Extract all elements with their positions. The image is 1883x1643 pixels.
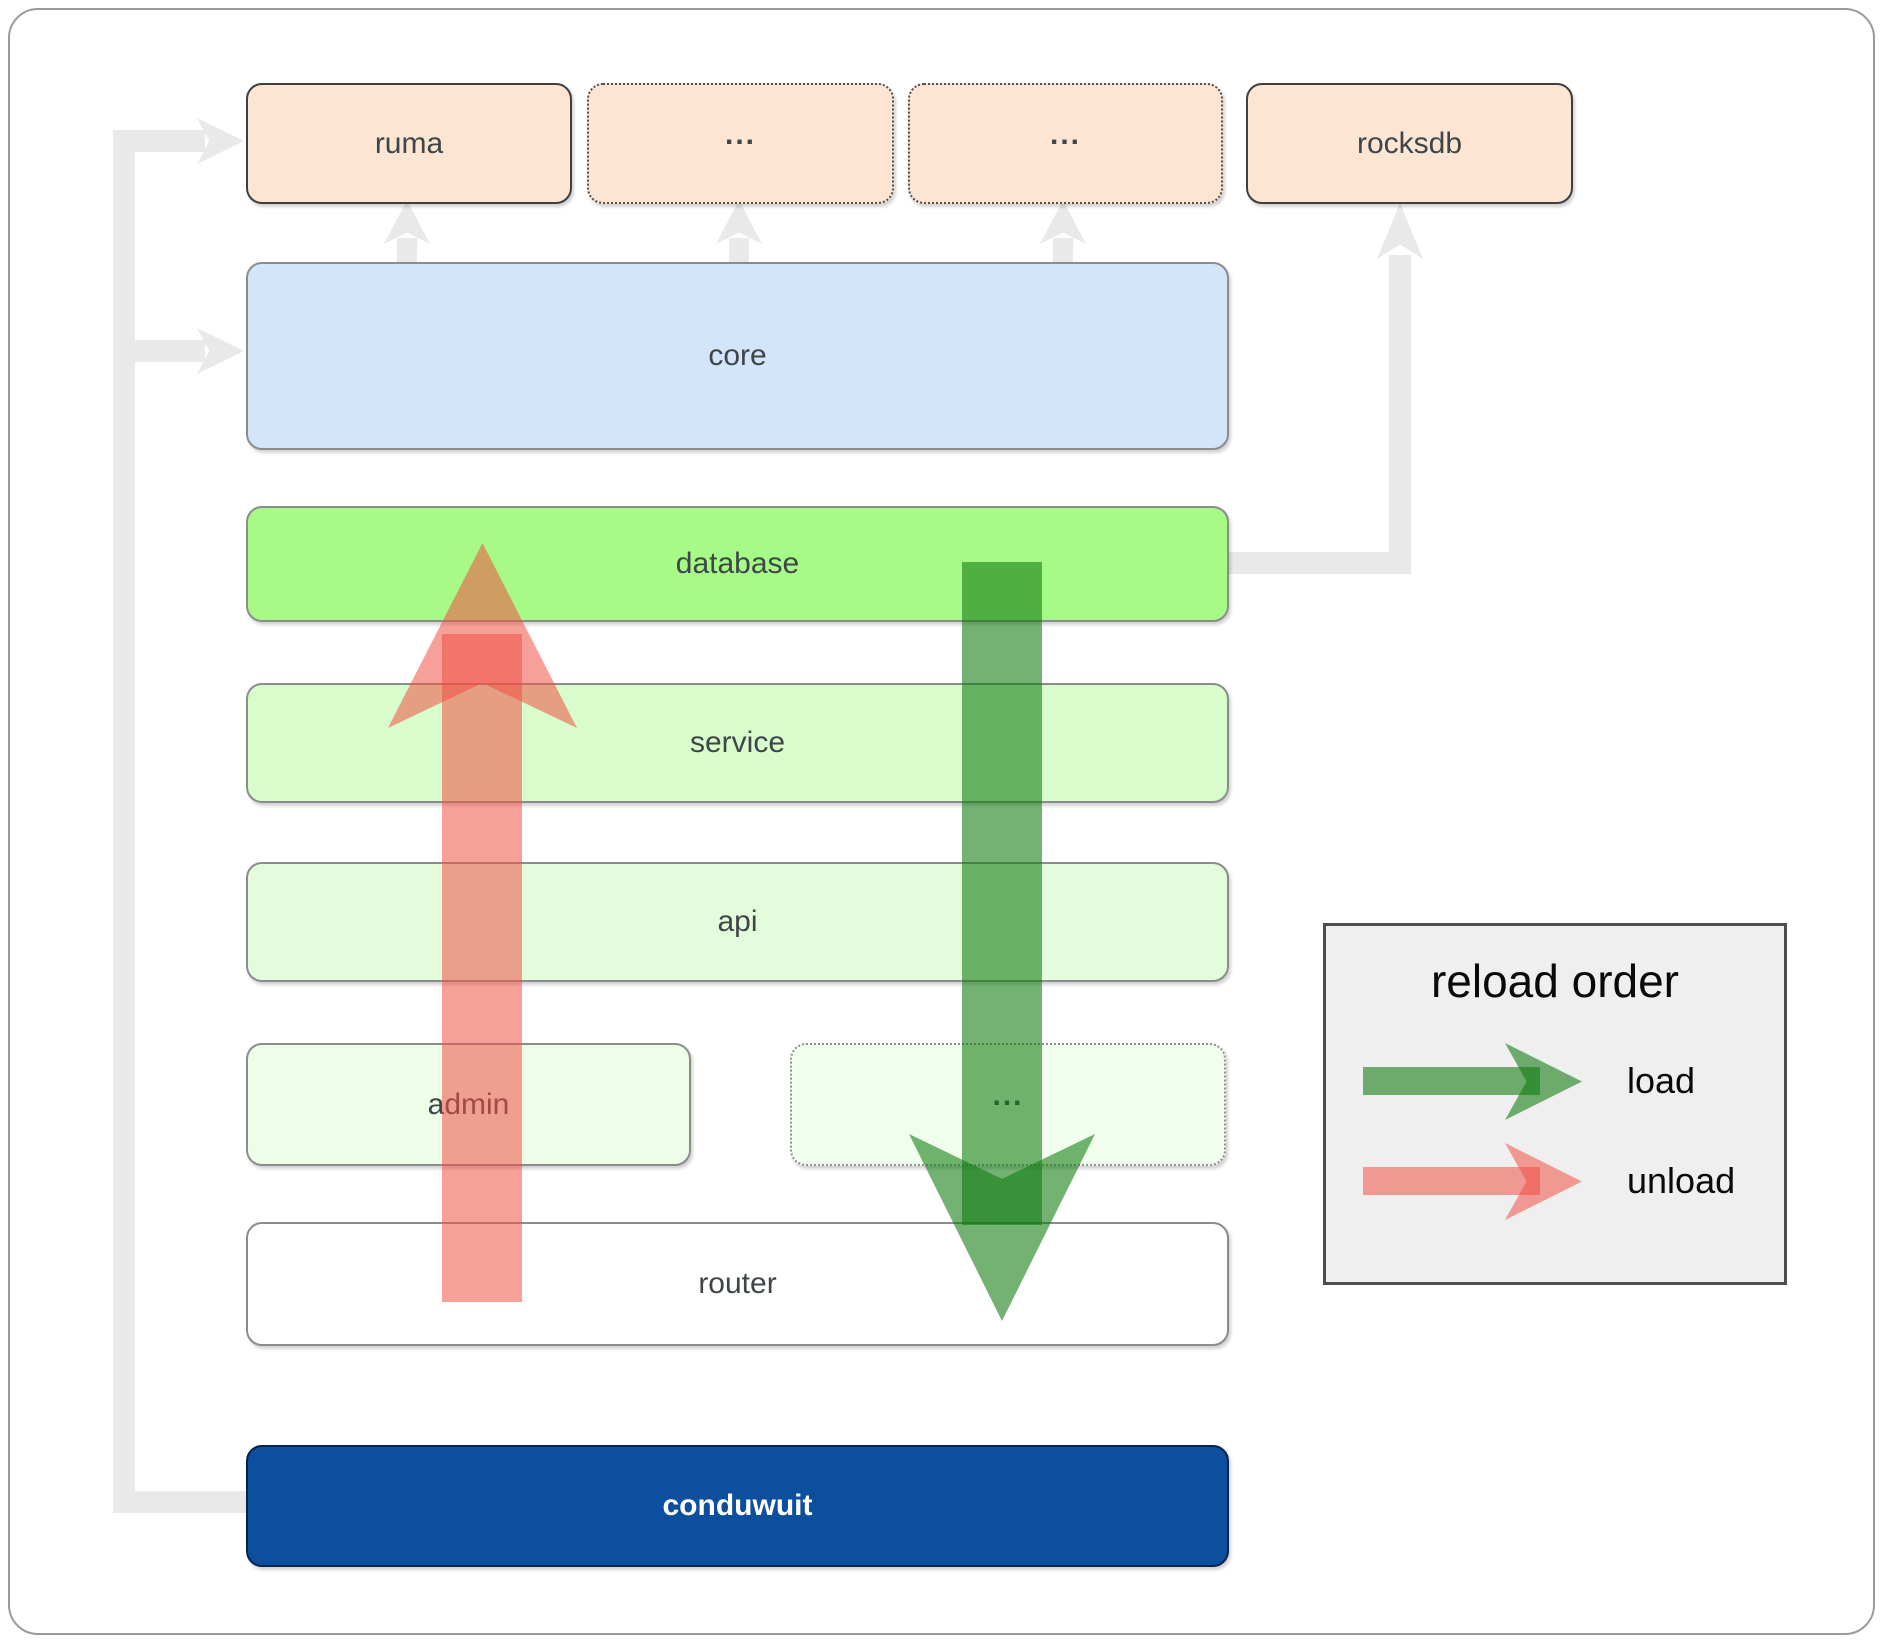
legend: reload order [1323, 923, 1787, 1285]
connector-db-rocksdb-horizontal [1222, 552, 1411, 574]
node-core: core [246, 262, 1229, 450]
node-ellipsis-top-2-label: ... [1049, 117, 1081, 151]
node-api: api [246, 862, 1229, 982]
connector-from-conduwuit [113, 1491, 253, 1513]
connector-db-rocksdb-vertical [1389, 255, 1411, 574]
diagram-border [8, 8, 1875, 1635]
legend-unload-label: unload [1627, 1160, 1736, 1201]
node-conduwuit: conduwuit [246, 1445, 1229, 1567]
node-ellipsis-top-2: ... [908, 83, 1223, 204]
node-conduwuit-label: conduwuit [662, 1489, 813, 1522]
node-router-label: router [698, 1267, 777, 1300]
legend-unload-arrow-shaft [1363, 1167, 1540, 1195]
connector-core-ellipsis1 [729, 238, 749, 264]
node-ellipsis-top-1-label: ... [724, 117, 756, 151]
node-rocksdb-label: rocksdb [1356, 126, 1463, 160]
node-database-label: database [675, 547, 800, 580]
node-core-label: core [708, 339, 767, 372]
node-service-label: service [689, 726, 786, 759]
connector-to-ruma [113, 130, 205, 152]
node-ruma: ruma [246, 83, 572, 204]
unload-arrow-shaft [442, 634, 522, 1302]
connector-core-ruma [397, 238, 417, 264]
connector-core-ellipsis2 [1053, 238, 1073, 264]
legend-load-arrow-shaft [1363, 1067, 1540, 1095]
node-service: service [246, 683, 1229, 803]
connector-left-vertical [113, 130, 135, 1513]
node-ruma-label: ruma [374, 126, 444, 160]
node-router: router [246, 1222, 1229, 1346]
load-arrow-shaft [962, 562, 1042, 1225]
legend-title: reload order [1430, 955, 1680, 1007]
node-api-label: api [717, 905, 758, 938]
node-ellipsis-top-1: ... [587, 83, 894, 204]
node-rocksdb: rocksdb [1246, 83, 1573, 204]
connector-to-core [113, 340, 205, 362]
legend-load-label: load [1627, 1060, 1696, 1101]
node-database: database [246, 506, 1229, 622]
